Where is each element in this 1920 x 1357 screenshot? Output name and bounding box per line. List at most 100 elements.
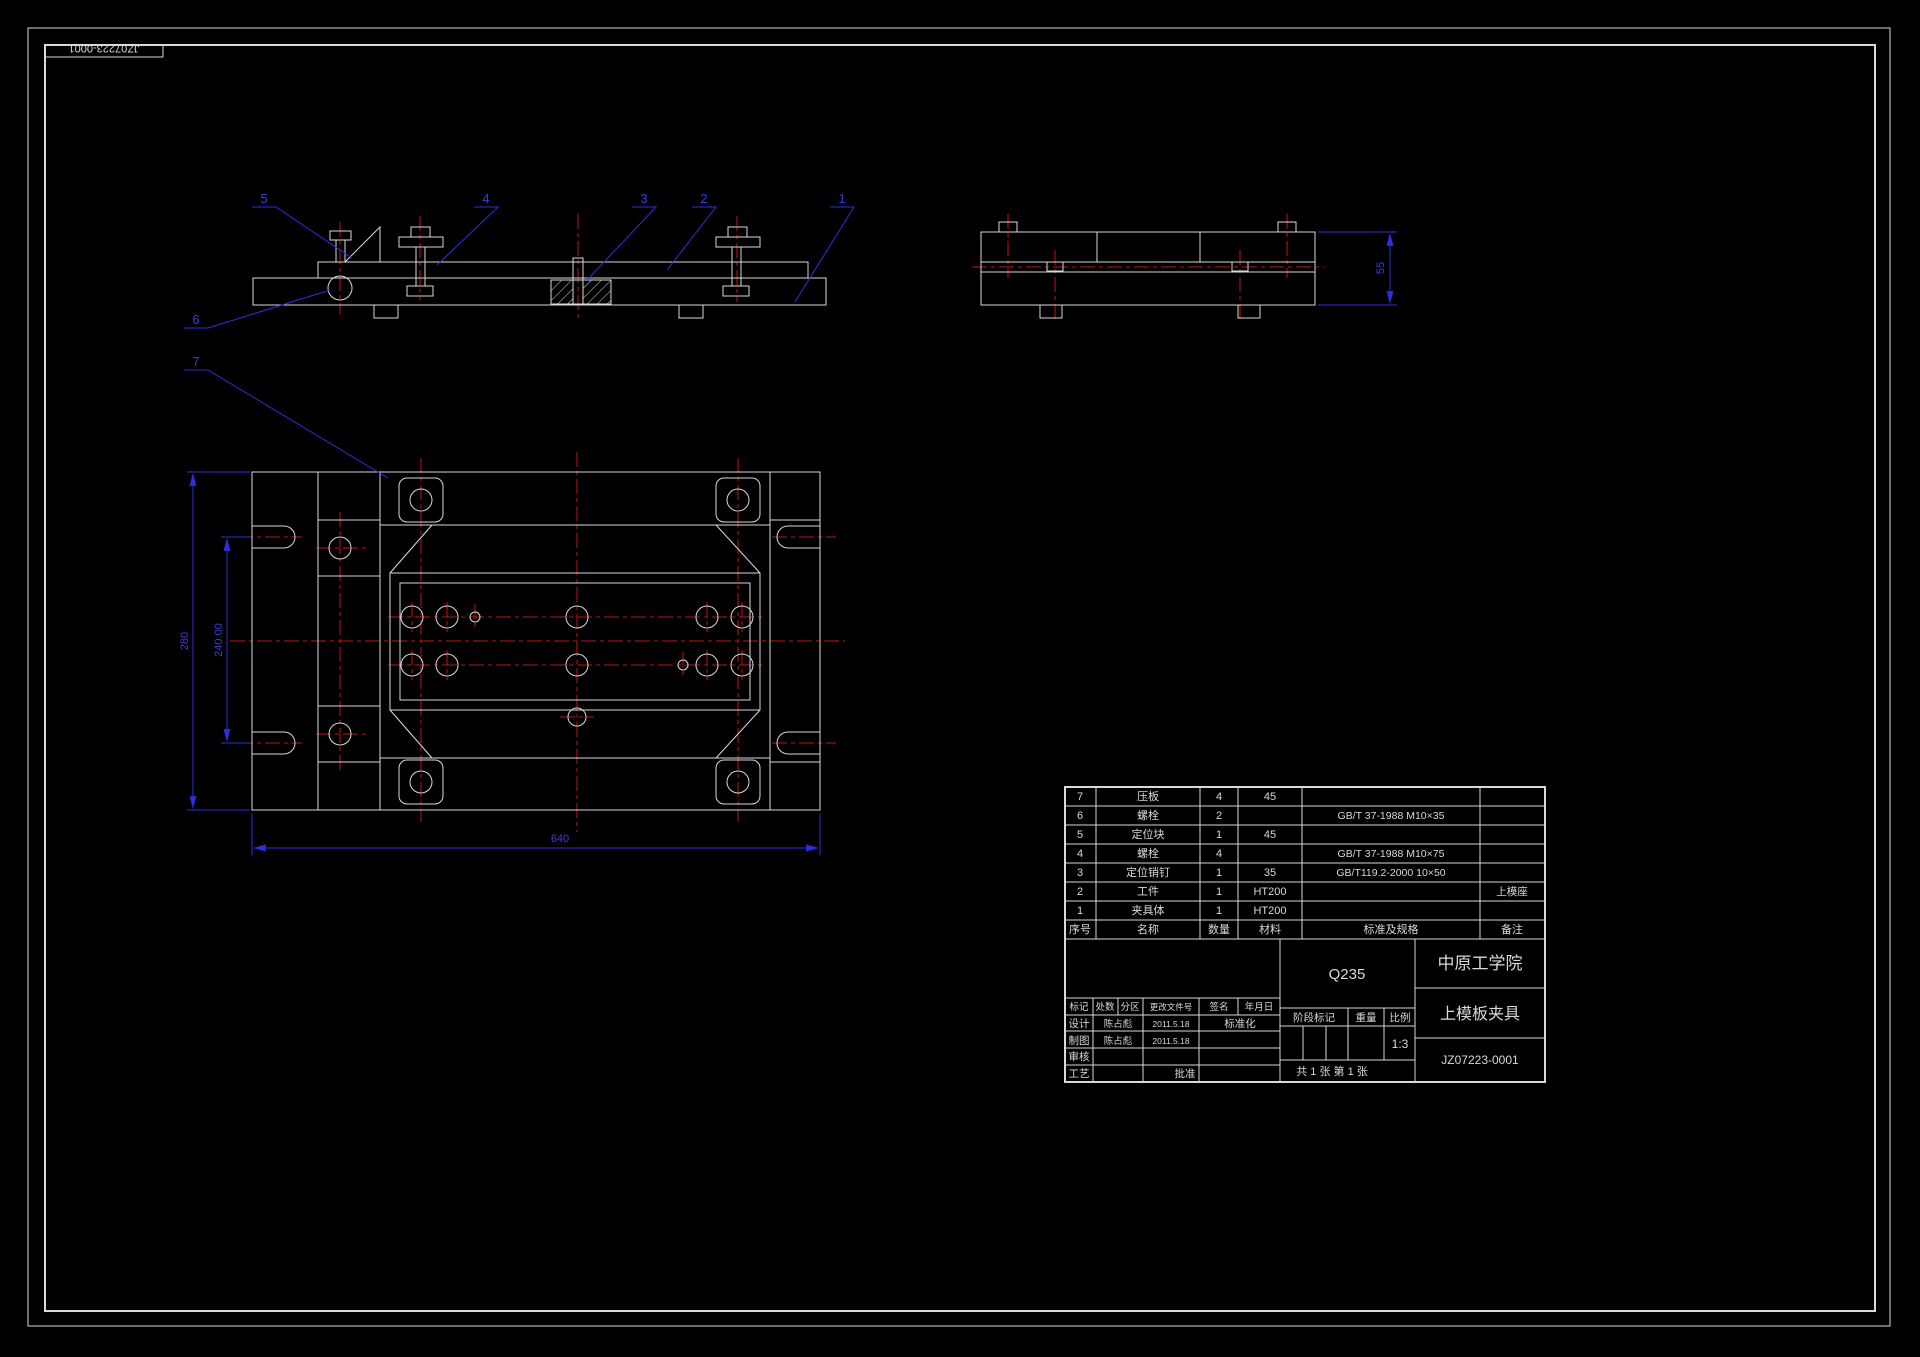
mount-slot [252, 731, 296, 755]
plan-dimensions: 280 240.00 640 [179, 471, 821, 855]
front-view-centerlines [339, 214, 738, 318]
mark-label: 标记 [1069, 1001, 1089, 1013]
date-label: 年月日 [1245, 1001, 1274, 1013]
bom-name: 工件 [1137, 885, 1159, 898]
corner-doc-number: JZ07223-0001 [69, 42, 140, 54]
callout-4: 4 [482, 191, 489, 206]
part-callouts: 5 4 3 2 1 6 7 [184, 191, 855, 479]
callout-7: 7 [192, 354, 199, 369]
dim-plan-length: 640 [551, 833, 569, 845]
callout-2: 2 [700, 191, 707, 206]
clamp-bolt [726, 770, 750, 794]
bom-name: 定位销钉 [1126, 865, 1170, 879]
bom-header-no: 序号 [1069, 922, 1091, 936]
bom-material: HT200 [1253, 886, 1286, 898]
bom-spec: GB/T119.2-2000 10×50 [1336, 867, 1445, 879]
plan-view-geometry [251, 471, 821, 811]
scale-value: 1:3 [1392, 1037, 1409, 1051]
count-label: 处数 [1095, 1001, 1115, 1013]
stage-mark-label: 阶段标记 [1293, 1011, 1335, 1024]
base-plate [252, 277, 827, 306]
front-view-geometry [252, 225, 827, 319]
standardization-label: 标准化 [1224, 1017, 1256, 1030]
clamp-pad [715, 759, 761, 805]
hole [565, 605, 589, 629]
center-hole [567, 707, 587, 727]
sheet-count: 共 1 张 第 1 张 [1296, 1064, 1368, 1078]
bom-name: 压板 [1137, 789, 1159, 803]
clamp-pad [398, 759, 444, 805]
bom-note: 上模座 [1496, 885, 1528, 898]
mount-slot [776, 525, 820, 549]
bom-header-qty: 数量 [1208, 923, 1230, 936]
approve-label: 批准 [1175, 1067, 1196, 1080]
bom-material: 45 [1264, 829, 1276, 841]
design-label: 设计 [1069, 1017, 1091, 1030]
clamp-plate-right [715, 236, 761, 248]
side-view-centerlines [972, 214, 1324, 320]
title-block-grid [1064, 786, 1546, 1083]
bom-header-material: 材料 [1259, 922, 1281, 936]
change-file-label: 更改文件号 [1150, 1002, 1193, 1012]
process-label: 工艺 [1069, 1068, 1090, 1080]
hole [695, 653, 719, 677]
side-view: 55 [972, 214, 1397, 320]
callout-3: 3 [640, 191, 647, 206]
mount-slot [776, 731, 820, 755]
bom-spec: GB/T 37-1988 M10×35 [1338, 810, 1445, 822]
foot-left [1039, 304, 1063, 319]
section-hatch [551, 280, 611, 304]
bolt6-washer [327, 275, 353, 301]
side-view-geometry [980, 221, 1316, 319]
foot-right [1237, 304, 1261, 319]
clamp-bolt [409, 488, 433, 512]
hole [695, 605, 719, 629]
bom-no: 4 [1077, 848, 1083, 860]
clamp-pad [398, 477, 444, 523]
bom-qty: 1 [1216, 867, 1222, 879]
clamp-bolt [409, 770, 433, 794]
bom-name: 夹具体 [1132, 903, 1165, 917]
callout-1: 1 [838, 191, 845, 206]
draft-date: 2011.5.18 [1152, 1036, 1189, 1046]
clamp-nut-right [722, 285, 750, 297]
bom-qty: 4 [1216, 791, 1222, 803]
clamp-nut-left [406, 285, 434, 297]
drawing-title: 上模板夹具 [1440, 1005, 1520, 1023]
bom-table: 7 压板 4 45 6 螺栓 2 GB/T 37-1988 M10×35 5 定… [1069, 789, 1528, 936]
plan-view: 280 240.00 640 [179, 452, 845, 855]
hole [565, 653, 589, 677]
hole [400, 653, 424, 677]
clamp-bolt-head-right [727, 226, 748, 238]
plate-outline [251, 471, 821, 811]
bolt6-shaft [335, 239, 346, 263]
hole [435, 605, 459, 629]
dim-plan-inner-width: 240.00 [213, 623, 225, 657]
hole [400, 605, 424, 629]
foot-right [678, 304, 704, 319]
signature-label: 签名 [1209, 1001, 1228, 1013]
draft-name: 陈占彪 [1104, 1035, 1133, 1047]
title-block: 7 压板 4 45 6 螺栓 2 GB/T 37-1988 M10×35 5 定… [1064, 786, 1546, 1083]
design-date: 2011.5.18 [1152, 1019, 1189, 1029]
plan-view-centerlines [230, 452, 845, 832]
bom-name: 螺栓 [1137, 808, 1159, 822]
bolt-head [1277, 221, 1297, 233]
bolt-head [1046, 261, 1064, 272]
bom-material: 45 [1264, 791, 1276, 803]
bom-qty: 2 [1216, 810, 1222, 822]
small-hole [469, 611, 481, 623]
callout-5: 5 [260, 191, 267, 206]
locating-block [343, 225, 381, 263]
hole [730, 605, 754, 629]
bom-no: 5 [1077, 829, 1083, 841]
hole [435, 653, 459, 677]
material-grade: Q235 [1329, 966, 1366, 983]
bom-header-name: 名称 [1137, 922, 1159, 936]
drawing-number: JZ07223-0001 [1441, 1053, 1519, 1067]
hole [730, 653, 754, 677]
draft-label: 制图 [1069, 1034, 1090, 1047]
company-name: 中原工学院 [1438, 954, 1523, 973]
hole [328, 722, 352, 746]
bolt-head [998, 221, 1018, 233]
